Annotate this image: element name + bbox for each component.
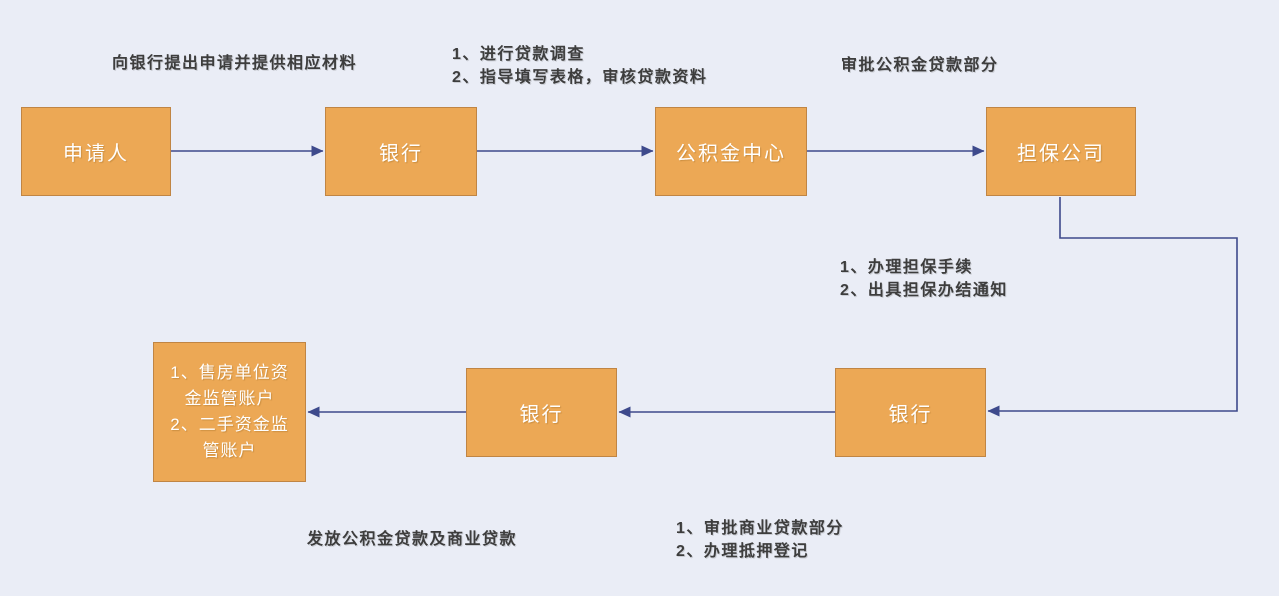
label-grant-loans: 发放公积金贷款及商业贷款 <box>307 528 517 551</box>
node-supervision-accounts-line: 管账户 <box>202 441 257 460</box>
node-supervision-accounts[interactable]: 1、售房单位资 金监管账户 2、二手资金监 管账户 <box>153 342 306 482</box>
label-line: 1、办理担保手续 <box>840 259 973 276</box>
node-guarantee-company[interactable]: 担保公司 <box>986 107 1136 196</box>
connector-guarantee-to-bank-bottom <box>987 197 1238 417</box>
node-bank-bottom-right-label: 银行 <box>888 404 933 426</box>
label-line: 2、办理抵押登记 <box>676 543 809 560</box>
node-bank-bottom-middle[interactable]: 银行 <box>466 368 617 457</box>
label-line: 2、出具担保办结通知 <box>840 282 1008 299</box>
label-approve-fund-part: 审批公积金贷款部分 <box>841 54 999 77</box>
node-fund-center[interactable]: 公积金中心 <box>655 107 807 196</box>
node-applicant-label: 申请人 <box>63 143 129 165</box>
node-supervision-accounts-line: 2、二手资金监 <box>170 415 289 434</box>
node-bank-top[interactable]: 银行 <box>325 107 477 196</box>
label-line: 发放公积金贷款及商业贷款 <box>307 531 518 548</box>
label-apply-materials: 向银行提出申请并提供相应材料 <box>112 52 357 75</box>
label-line: 审批公积金贷款部分 <box>841 57 999 74</box>
node-supervision-accounts-line: 金监管账户 <box>184 389 275 408</box>
label-guarantee-steps: 1、办理担保手续 2、出具担保办结通知 <box>840 256 1008 302</box>
node-applicant[interactable]: 申请人 <box>21 107 171 196</box>
label-commercial-steps: 1、审批商业贷款部分 2、办理抵押登记 <box>676 517 844 563</box>
node-guarantee-company-label: 担保公司 <box>1017 143 1105 165</box>
node-supervision-accounts-line: 1、售房单位资 <box>170 363 289 382</box>
node-fund-center-label: 公积金中心 <box>676 143 786 165</box>
label-line: 1、进行贷款调查 <box>452 46 585 63</box>
label-loan-survey: 1、进行贷款调查 2、指导填写表格，审核贷款资料 <box>452 43 707 89</box>
node-bank-top-label: 银行 <box>379 143 423 165</box>
label-line: 2、指导填写表格，审核贷款资料 <box>452 69 708 86</box>
label-line: 1、审批商业贷款部分 <box>676 520 844 537</box>
node-bank-bottom-right[interactable]: 银行 <box>835 368 986 457</box>
label-line: 向银行提出申请并提供相应材料 <box>112 55 358 72</box>
node-bank-bottom-middle-label: 银行 <box>519 404 564 426</box>
